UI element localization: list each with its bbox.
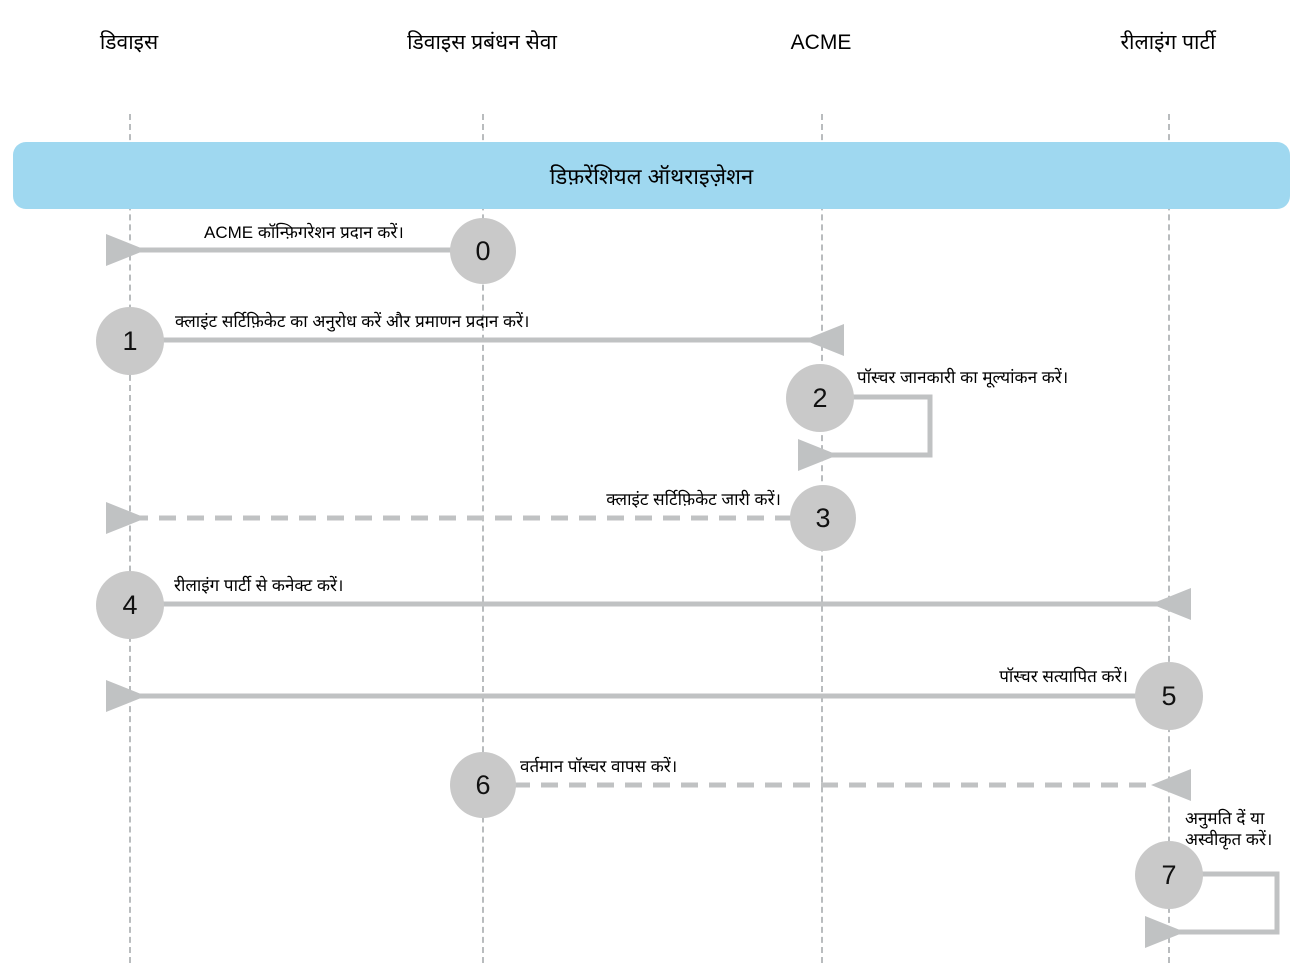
step-marker-2[interactable]: 2: [786, 364, 854, 432]
step-marker-4[interactable]: 4: [96, 571, 164, 639]
message-label-6: वर्तमान पॉस्चर वापस करें।: [520, 757, 678, 776]
lifeline-relying-party: [1168, 114, 1170, 963]
step-marker-3[interactable]: 3: [790, 485, 856, 551]
lifeline-header-device: डिवाइस: [99, 31, 159, 54]
message-label-5: पॉस्चर सत्यापित करें।: [999, 667, 1128, 686]
lifeline-header-relying-party: रीलाइंग पार्टी: [1120, 31, 1216, 54]
step-marker-6[interactable]: 6: [450, 752, 516, 818]
message-label-7: अनुमति दें या अस्वीकृत करें।: [1185, 809, 1273, 850]
message-label-3: क्लाइंट सर्टिफ़िकेट जारी करें।: [606, 490, 781, 509]
fragment-banner-label: डिफ़रेंशियल ऑथराइज़ेशन: [549, 163, 754, 189]
lifeline-header-device-management-service: डिवाइस प्रबंधन सेवा: [407, 31, 557, 54]
step-marker-5[interactable]: 5: [1135, 662, 1203, 730]
lifeline-device-management-service: [482, 114, 484, 963]
step-marker-1[interactable]: 1: [96, 307, 164, 375]
lifeline-device: [129, 114, 131, 963]
message-label-4: रीलाइंग पार्टी से कनेक्ट करें।: [174, 576, 344, 595]
step-marker-7[interactable]: 7: [1135, 841, 1203, 909]
fragment-banner-differential-authorization: डिफ़रेंशियल ऑथराइज़ेशन: [13, 142, 1290, 209]
message-label-1: क्लाइंट सर्टिफ़िकेट का अनुरोध करें और प्…: [175, 312, 530, 331]
lifeline-header-acme: ACME: [790, 31, 852, 54]
step-marker-0[interactable]: 0: [450, 218, 516, 284]
message-label-2: पॉस्चर जानकारी का मूल्यांकन करें।: [857, 368, 1069, 387]
message-label-0: ACME कॉन्फ़िगरेशन प्रदान करें।: [204, 223, 404, 242]
